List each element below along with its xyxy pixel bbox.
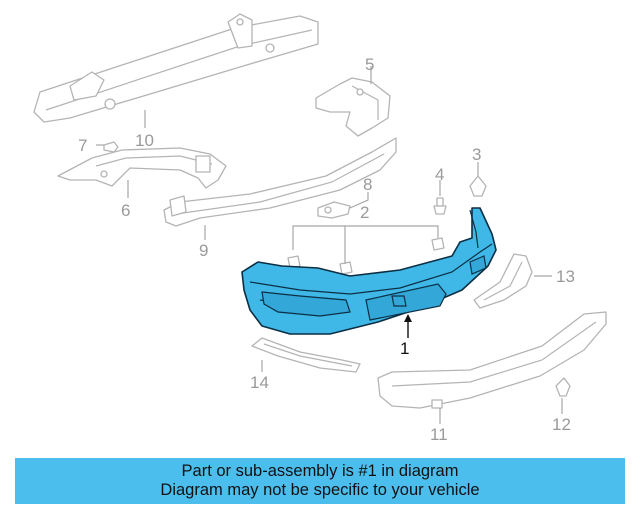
clip-part bbox=[317, 201, 351, 219]
callout-6: 6 bbox=[121, 201, 130, 220]
callout-4: 4 bbox=[435, 165, 444, 184]
info-banner: Part or sub-assembly is #1 in diagram Di… bbox=[15, 458, 625, 504]
callout-1: 1 bbox=[400, 339, 409, 358]
banner-line-2: Diagram may not be specific to your vehi… bbox=[160, 481, 480, 499]
callout-2: 2 bbox=[360, 203, 369, 222]
bracket-part bbox=[315, 77, 391, 137]
callout-11: 11 bbox=[430, 425, 448, 444]
callout-7: 7 bbox=[78, 136, 87, 155]
lower-valance-part bbox=[377, 311, 607, 409]
stud-part bbox=[433, 197, 447, 215]
impact-bar-part bbox=[33, 13, 319, 123]
reflector-part bbox=[473, 253, 533, 309]
leader-lines bbox=[96, 66, 563, 424]
clip-heads bbox=[287, 237, 445, 275]
callout-10: 10 bbox=[135, 131, 154, 150]
bolt-part bbox=[103, 141, 119, 153]
callout-12: 12 bbox=[552, 415, 571, 434]
fastener-part bbox=[555, 377, 571, 397]
parts-diagram: 1 2 3 4 5 6 7 8 9 10 11 12 13 14 bbox=[33, 13, 607, 444]
banner-line-1: Part or sub-assembly is #1 in diagram bbox=[181, 462, 459, 480]
callout-9: 9 bbox=[199, 241, 208, 260]
callout-13: 13 bbox=[556, 267, 575, 286]
energy-absorber-part bbox=[163, 137, 397, 227]
callout-14: 14 bbox=[250, 373, 269, 392]
side-bracket-part bbox=[57, 147, 227, 189]
callout-3: 3 bbox=[472, 145, 481, 164]
lower-trim-part bbox=[251, 337, 361, 373]
bumper-cover-highlighted bbox=[241, 207, 497, 335]
callout-5: 5 bbox=[365, 55, 374, 74]
retainer-part bbox=[469, 175, 487, 197]
callout-8: 8 bbox=[363, 175, 372, 194]
